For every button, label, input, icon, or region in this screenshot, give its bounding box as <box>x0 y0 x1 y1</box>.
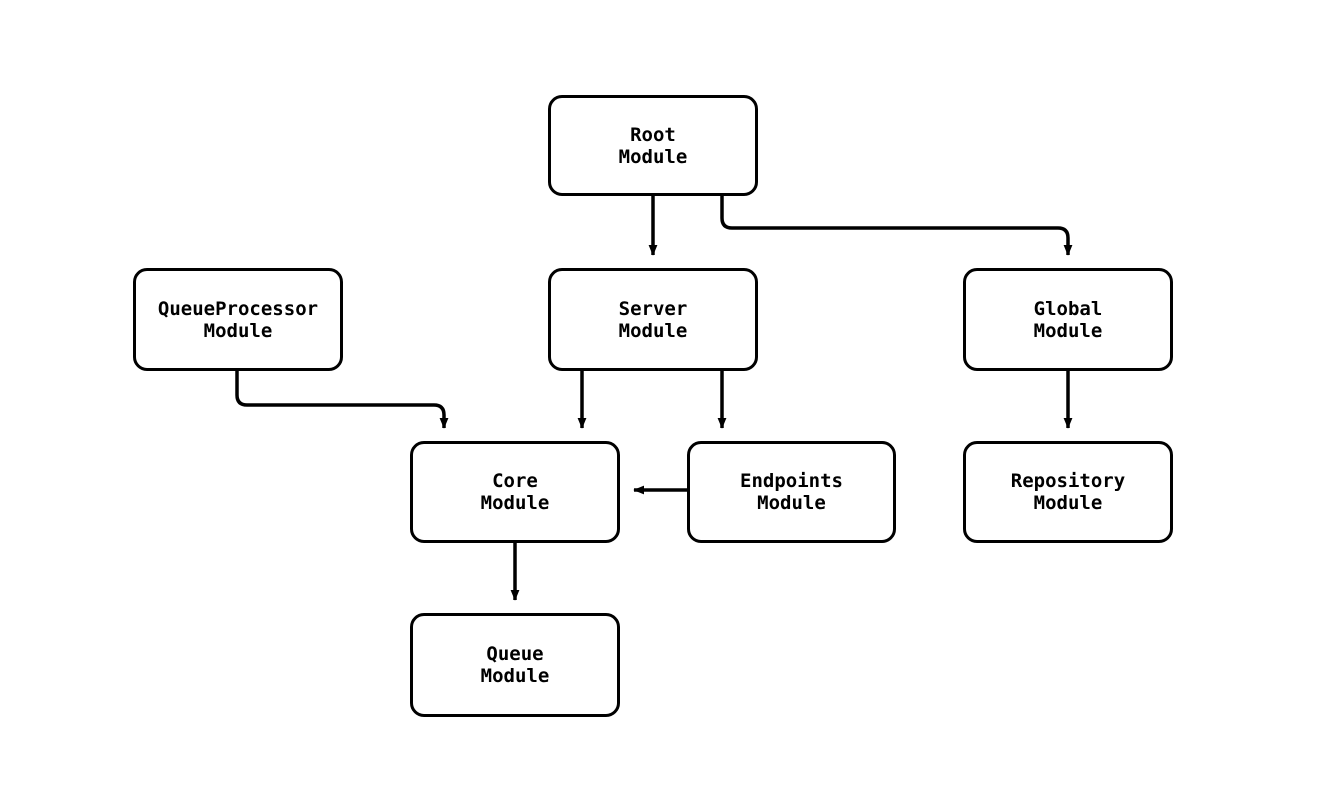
node-server-module-line1: Server <box>618 297 688 320</box>
node-root-module-line1: Root <box>630 123 676 146</box>
node-queue-module[interactable]: Queue Module <box>410 613 620 717</box>
node-queue-module-line2: Module <box>480 665 550 687</box>
node-global-module-line1: Global <box>1033 297 1103 320</box>
node-global-module[interactable]: Global Module <box>963 268 1173 371</box>
node-queue-module-line1: Queue <box>486 643 544 665</box>
node-core-module-line2: Module <box>480 492 550 514</box>
node-queueprocessor-module-line2: Module <box>203 319 273 342</box>
node-repository-module-line1: Repository <box>1010 470 1126 492</box>
node-root-module[interactable]: Root Module <box>548 95 758 196</box>
node-repository-module[interactable]: Repository Module <box>963 441 1173 543</box>
node-endpoints-module-line2: Module <box>757 492 826 514</box>
node-core-module-line1: Core <box>492 470 538 492</box>
node-server-module-line2: Module <box>618 319 688 342</box>
node-queueprocessor-module[interactable]: QueueProcessor Module <box>133 268 343 371</box>
node-core-module[interactable]: Core Module <box>410 441 620 543</box>
edge-queueprocessor-to-core <box>235 371 449 429</box>
node-server-module[interactable]: Server Module <box>548 268 758 371</box>
node-repository-module-line2: Module <box>1033 492 1103 514</box>
edge-root-to-global <box>720 196 1073 256</box>
node-root-module-line2: Module <box>618 145 688 168</box>
node-global-module-line2: Module <box>1033 319 1103 342</box>
node-queueprocessor-module-line1: QueueProcessor <box>157 297 319 320</box>
node-endpoints-module-line1: Endpoints <box>740 470 843 492</box>
node-endpoints-module[interactable]: Endpoints Module <box>687 441 896 543</box>
